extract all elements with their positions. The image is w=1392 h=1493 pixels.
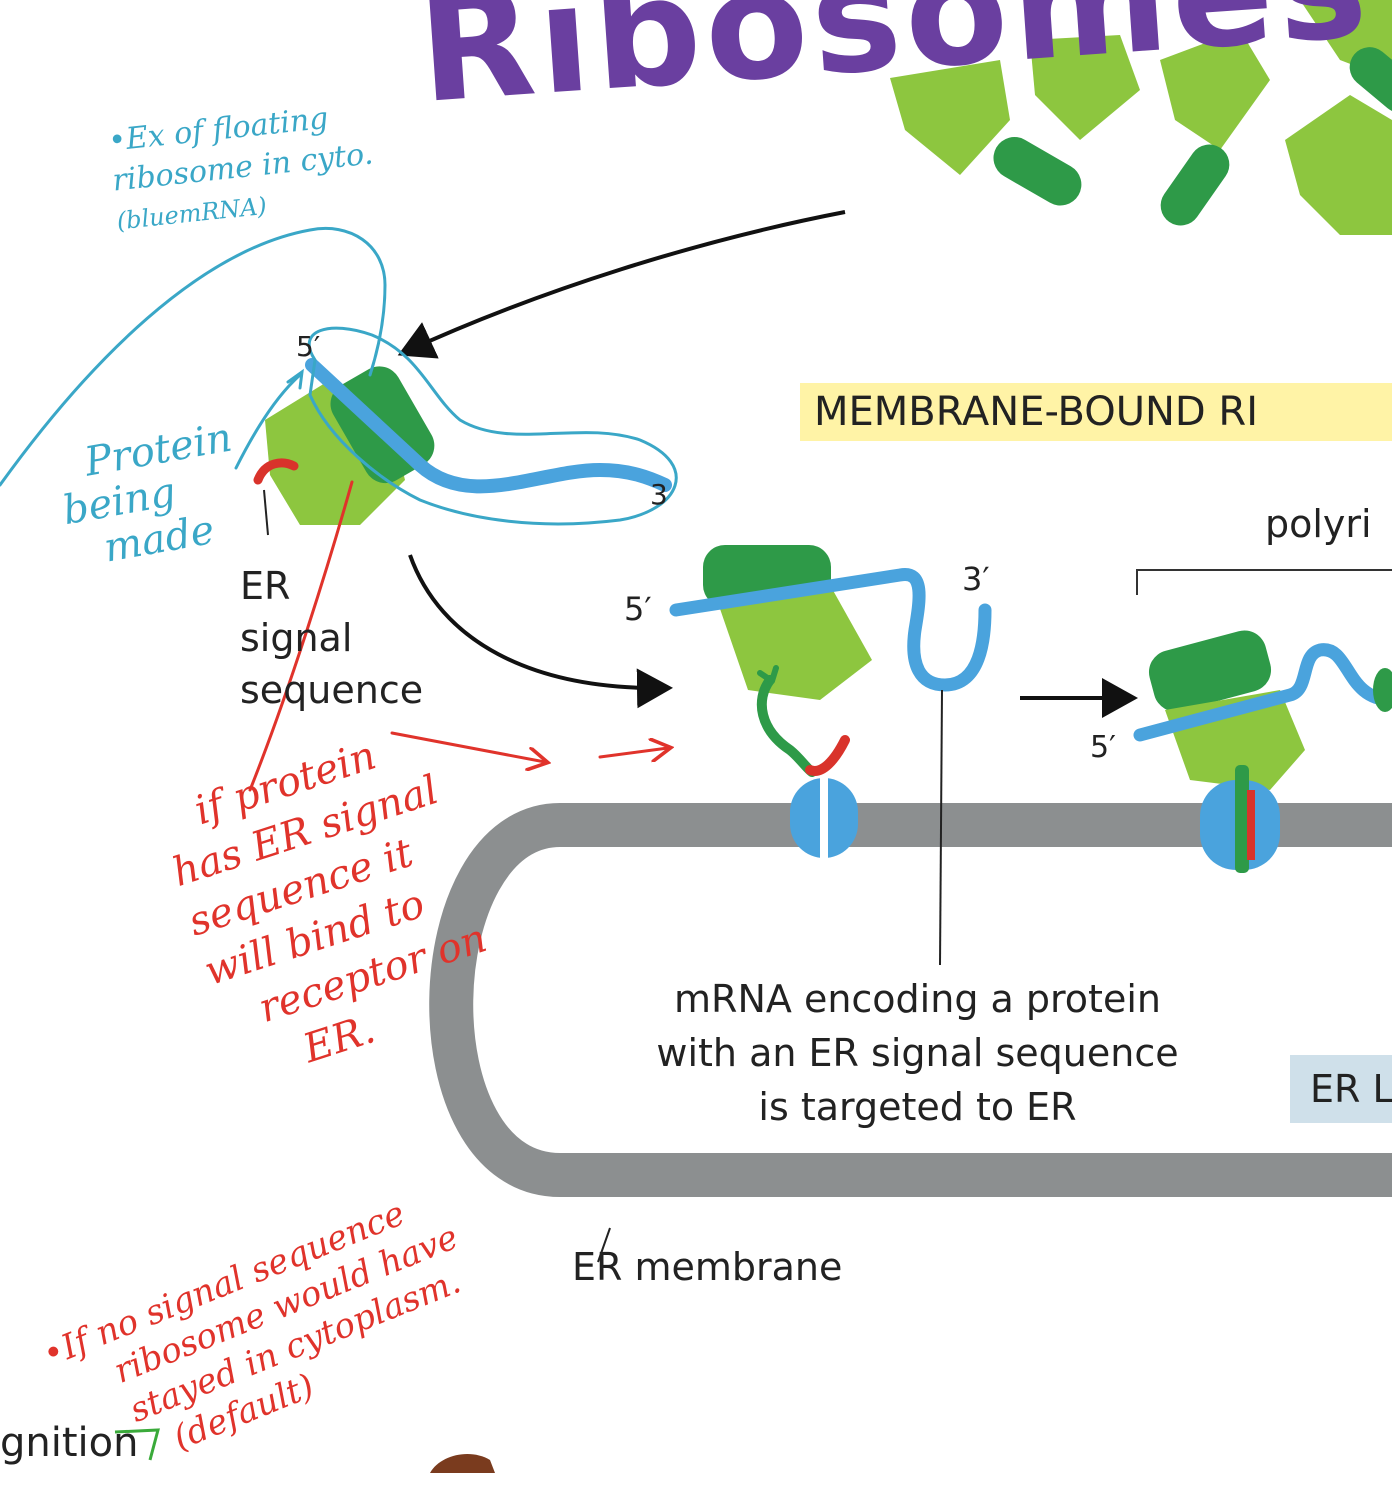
nascent-protein-in-channel bbox=[1235, 765, 1249, 873]
polyribosome-label: polyri bbox=[1265, 502, 1372, 546]
er-signal-line: sequence bbox=[240, 668, 424, 712]
cut-off-label: gnition bbox=[0, 1420, 139, 1466]
translating-ribosome bbox=[253, 358, 672, 536]
ribosome-large-subunit bbox=[1349, 47, 1392, 113]
membrane-pointer-line bbox=[597, 1227, 611, 1263]
next-ribosome-edge bbox=[1373, 668, 1392, 712]
er-signal-line: ER bbox=[240, 564, 291, 608]
three-prime-label: 3′ bbox=[962, 560, 990, 598]
ribosome-small-subunit bbox=[718, 585, 872, 700]
translocator-gap bbox=[820, 778, 828, 858]
ribosome-large-subunit bbox=[993, 137, 1082, 206]
er-signal-line: signal bbox=[240, 616, 353, 660]
ribosome-small-subunit bbox=[890, 60, 1010, 175]
ribosome-large-subunit bbox=[1160, 144, 1230, 226]
ribosome-large-subunit bbox=[1148, 630, 1272, 712]
ribosome-small-subunit bbox=[1030, 35, 1140, 140]
er-lumen-label: ER L bbox=[1290, 1055, 1392, 1123]
teal-circle-mrna bbox=[307, 326, 678, 526]
red-arrow-1 bbox=[390, 731, 545, 762]
teal-connector-line bbox=[0, 227, 387, 487]
teal-annotation-strokes bbox=[0, 227, 678, 526]
five-prime-label: 5′ bbox=[624, 590, 652, 628]
polyribosome-bracket bbox=[1136, 569, 1392, 595]
signal-pointer-line bbox=[263, 489, 269, 536]
mrna-caption-line: is targeted to ER bbox=[758, 1085, 1077, 1129]
er-signal-peptide bbox=[253, 458, 299, 485]
bound-ribosome-right bbox=[1133, 569, 1392, 873]
green-check-mark bbox=[114, 1428, 160, 1461]
free-ribosome-cluster bbox=[890, 0, 1392, 235]
membrane-bound-banner: MEMBRANE-BOUND RI bbox=[800, 383, 1392, 441]
protein-end-mark bbox=[757, 665, 779, 684]
brown-shape-fragment bbox=[430, 1454, 495, 1473]
signal-in-channel bbox=[1247, 790, 1255, 860]
mrna-strand bbox=[1133, 643, 1392, 742]
five-prime-right-label: 5′ bbox=[1090, 730, 1116, 765]
red-annotation-strokes bbox=[248, 480, 668, 792]
er-membrane bbox=[429, 803, 1392, 1197]
five-prime-top-label: 5′ bbox=[296, 330, 321, 363]
mrna-caption: mRNA encoding a protein with an ER signa… bbox=[605, 972, 1230, 1134]
mrna-strand bbox=[305, 358, 672, 494]
mrna-caption-line: with an ER signal sequence bbox=[656, 1031, 1179, 1075]
mrna-strand bbox=[669, 568, 992, 692]
docking-ribosome bbox=[669, 545, 992, 966]
ribosome-small-subunit bbox=[1285, 95, 1392, 235]
mrna-caption-line: mRNA encoding a protein bbox=[674, 977, 1161, 1021]
red-arrow-2 bbox=[598, 748, 668, 757]
teal-arrow-protein bbox=[234, 368, 304, 470]
three-prime-top-label: 3 bbox=[650, 478, 668, 511]
er-signal-peptide bbox=[805, 735, 850, 776]
er-signal-sequence-label: ER signal sequence bbox=[240, 560, 423, 716]
mrna-pointer-line bbox=[939, 689, 943, 966]
arrow-cluster-to-ribosome bbox=[397, 210, 846, 359]
ribosome-small-subunit bbox=[1160, 30, 1270, 150]
er-membrane-label: ER membrane bbox=[572, 1245, 843, 1289]
red-pointer-line bbox=[248, 480, 354, 792]
arrow-ribosome-to-er bbox=[408, 554, 673, 709]
